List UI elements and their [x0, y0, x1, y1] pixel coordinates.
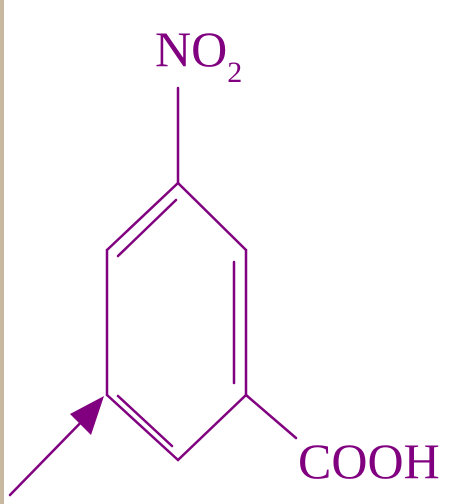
nitro-subscript: 2 [227, 56, 242, 89]
carboxylic-acid-label: COOH [298, 433, 440, 489]
left-edge-strip [0, 0, 4, 504]
ring-bond-top-left-inner [116, 198, 178, 258]
ring-bond-bottom-left [105, 393, 180, 462]
nitro-group-label: NO2 [155, 21, 242, 89]
acid-bond [244, 393, 298, 440]
ring-bond-bottom-right [176, 393, 248, 462]
ring-bond-bottom-left-inner [116, 394, 174, 448]
attack-arrow-shaft [8, 409, 94, 497]
attack-arrow-head [70, 396, 104, 435]
ring-bond-top-right [176, 181, 248, 252]
nitro-group-text: NO [155, 21, 227, 77]
ring-bond-top-left [105, 181, 180, 252]
